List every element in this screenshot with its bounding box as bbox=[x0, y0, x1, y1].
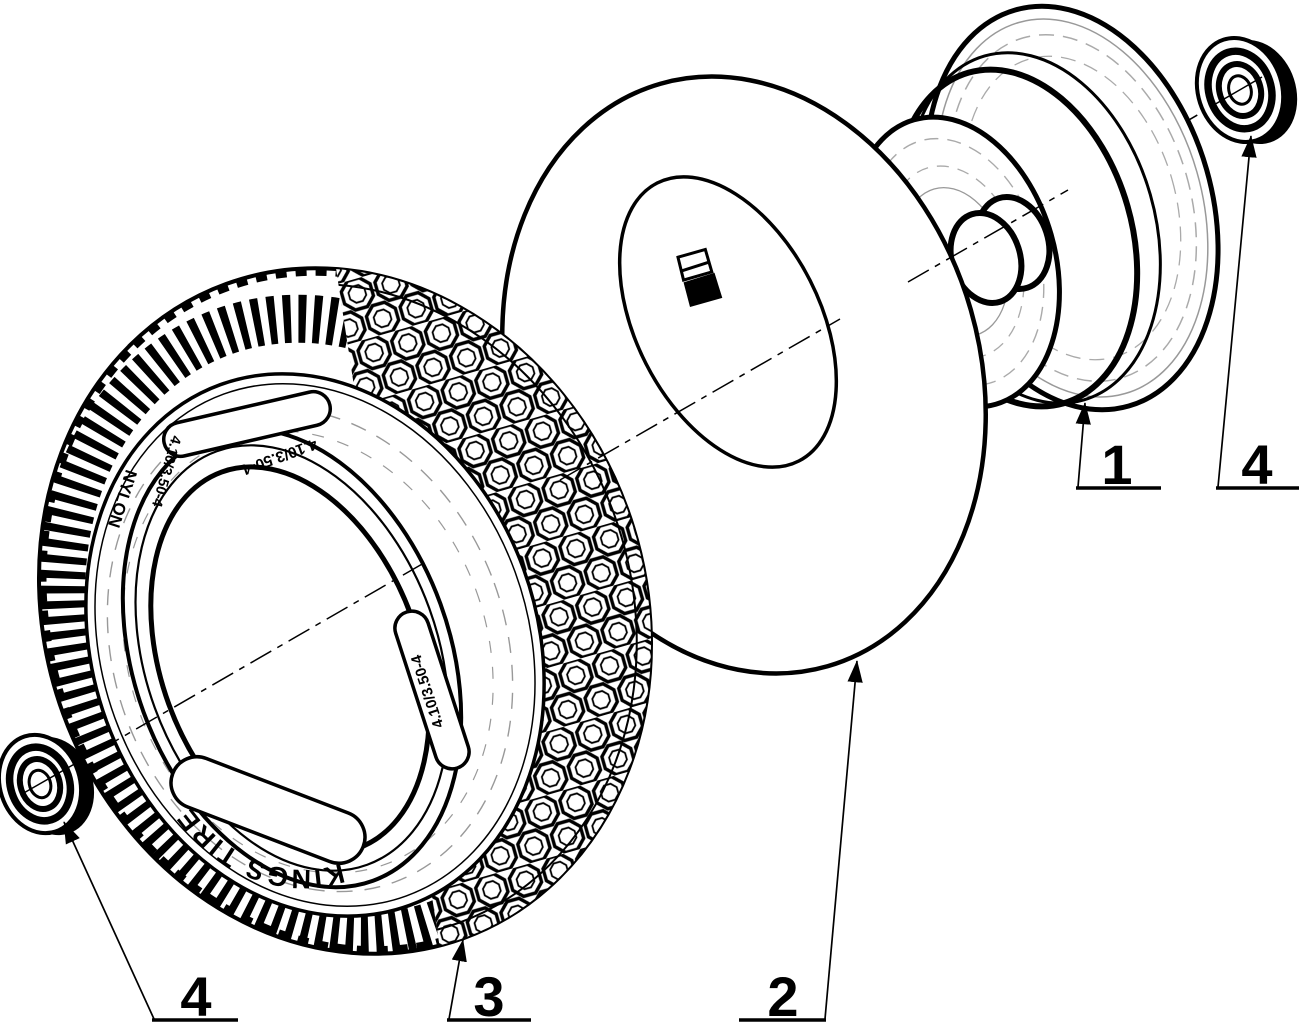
leader-line-4-right bbox=[1217, 135, 1257, 488]
callout-1: 1 bbox=[1101, 433, 1132, 496]
sidewall-recess-size bbox=[393, 609, 471, 771]
bead-ring-inner bbox=[134, 444, 450, 872]
center-axis-visible-segments bbox=[21, 76, 1263, 795]
leader-line-4-left bbox=[63, 821, 155, 1020]
callouts: 1 2 3 4 4 bbox=[63, 135, 1299, 1025]
bearing-ur-ring bbox=[1204, 47, 1276, 133]
sidewall-recess-top bbox=[161, 389, 333, 459]
bearing-ll-inner-race bbox=[16, 756, 64, 812]
disc-center-hole bbox=[617, 175, 839, 469]
valve-stem-icon bbox=[676, 247, 723, 308]
callout-2: 2 bbox=[767, 965, 798, 1025]
bearing-upper-right bbox=[1194, 35, 1298, 145]
leader-line-3 bbox=[448, 939, 467, 1020]
leader-line-1 bbox=[1075, 402, 1091, 488]
callout-4-right: 4 bbox=[1241, 433, 1272, 496]
leader-line-2 bbox=[824, 660, 863, 1020]
bearing-ur-inner-race bbox=[1215, 61, 1265, 119]
sidewall-recess-brand bbox=[169, 755, 367, 865]
bearing-ll-ring bbox=[5, 743, 75, 825]
callout-3: 3 bbox=[473, 965, 504, 1025]
callout-4-left: 4 bbox=[180, 965, 211, 1025]
tire-shoulder-inner-line bbox=[94, 382, 536, 908]
sidewall-mold-line-2 bbox=[122, 430, 494, 874]
